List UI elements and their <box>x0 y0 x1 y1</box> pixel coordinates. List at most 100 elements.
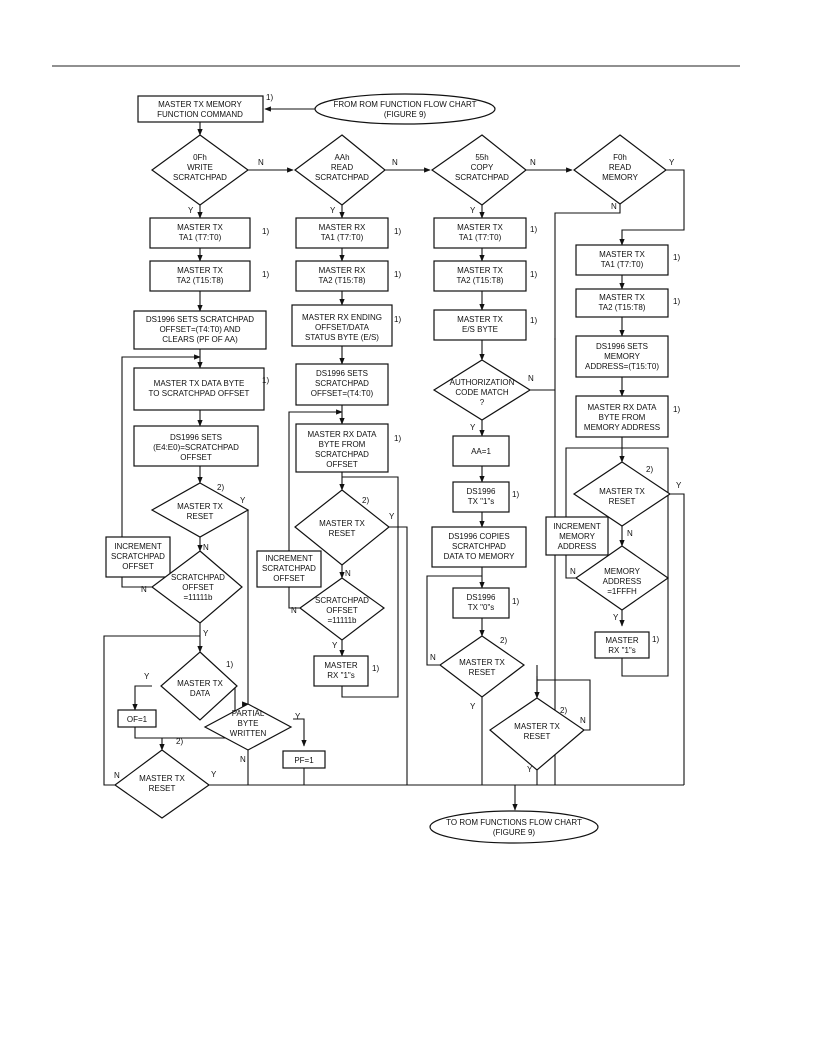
copy-ta1-line-1: MASTER TX <box>457 223 503 232</box>
write-reset-decision: MASTER TX RESET 2) Y N <box>150 482 250 552</box>
decision-copy-no-label: N <box>530 158 536 167</box>
memory-ta1-line-1: MASTER TX <box>599 250 645 259</box>
memory-rx-ones-line-2: RX "1"s <box>608 646 635 655</box>
note-label: 1) <box>372 664 379 673</box>
read-ta1-box: MASTER RX TA1 (T7:T0) 1) <box>295 217 401 249</box>
read-rx-ending-line-2: OFFSET/DATA <box>315 323 370 332</box>
read-rx-ending-box: MASTER RX ENDING OFFSET/DATA STATUS BYTE… <box>291 304 401 347</box>
decision-read-no-label: N <box>392 158 398 167</box>
read-increment-line-3: OFFSET <box>273 574 305 583</box>
copy-tx-zeros-box: DS1996 TX "0"s 1) <box>452 587 519 619</box>
write-increment-line-3: OFFSET <box>122 562 154 571</box>
decision-memory-line-3: MEMORY <box>602 173 639 182</box>
memory-rx-ones-line-1: MASTER <box>605 636 639 645</box>
note-label: 2) <box>217 483 224 492</box>
memory-addr-yes-label: Y <box>613 613 619 622</box>
copy-tx-ones-line-2: TX "1"s <box>468 497 495 506</box>
write-ta1-box: MASTER TX TA1 (T7:T0) 1) <box>149 217 269 249</box>
copy-tx-ones-box: DS1996 TX "1"s 1) <box>452 481 519 513</box>
to-rom-line-2: (FIGURE 9) <box>493 828 536 837</box>
write-tx-data-line-2: TO SCRATCHPAD OFFSET <box>149 389 250 398</box>
write-reset-line-2: RESET <box>187 512 214 521</box>
write-tx-data-yes-label: Y <box>144 672 150 681</box>
write-reset2-line-2: RESET <box>149 784 176 793</box>
memory-rx-data-line-1: MASTER RX DATA <box>587 403 657 412</box>
master-command-line-2: FUNCTION COMMAND <box>157 110 243 119</box>
memory-reset-decision: MASTER TX RESET 2) Y N <box>572 461 682 538</box>
write-sets-offset-line-1: DS1996 SETS SCRATCHPAD <box>146 315 254 324</box>
memory-increment-line-2: MEMORY <box>559 532 596 541</box>
read-rx-data-line-4: OFFSET <box>326 460 358 469</box>
copy-auth-yes-label: Y <box>470 423 476 432</box>
copy-auth-no-label: N <box>528 374 534 383</box>
note-label: 1) <box>652 635 659 644</box>
copy-auth-decision: AUTHORIZATION CODE MATCH ? N Y <box>432 359 534 432</box>
write-ta2-line-1: MASTER TX <box>177 266 223 275</box>
copy-auth-line-2: CODE MATCH <box>455 388 508 397</box>
copy-reset-no-label: N <box>430 653 436 662</box>
read-ta2-line-1: MASTER RX <box>319 266 366 275</box>
write-offset-line-3: =11111b <box>184 593 214 602</box>
copy-copies-box: DS1996 COPIES SCRATCHPAD DATA TO MEMORY <box>431 526 527 568</box>
read-ta1-line-2: TA1 (T7:T0) <box>321 233 364 242</box>
memory-rx-data-line-3: MEMORY ADDRESS <box>584 423 660 432</box>
copy-copies-line-3: DATA TO MEMORY <box>444 552 515 561</box>
decision-copy-line-2: COPY <box>471 163 494 172</box>
copy-reset-decision: MASTER TX RESET 2) N Y <box>430 635 526 711</box>
memory-ta2-box: MASTER TX TA2 (T15:T8) 1) <box>575 288 680 318</box>
write-reset2-no-label: N <box>114 771 120 780</box>
read-rx-ones-box: MASTER RX "1"s 1) <box>313 655 379 687</box>
write-reset2-yes-label: Y <box>211 770 217 779</box>
copy-ta1-line-2: TA1 (T7:T0) <box>459 233 502 242</box>
note-label: 2) <box>500 636 507 645</box>
copy-auth-line-1: AUTHORIZATION <box>450 378 515 387</box>
note-label: 2) <box>560 706 567 715</box>
copy-reset-line-2: RESET <box>469 668 496 677</box>
write-reset2-decision: MASTER TX RESET 2) N Y <box>113 737 217 819</box>
center-reset-line-1: MASTER TX <box>514 722 560 731</box>
memory-reset-line-2: RESET <box>609 497 636 506</box>
to-rom-terminator: TO ROM FUNCTIONS FLOW CHART (FIGURE 9) <box>429 810 599 844</box>
note-label: 1) <box>262 227 269 236</box>
note-label: 1) <box>673 253 680 262</box>
memory-rx-data-line-2: BYTE FROM <box>599 413 646 422</box>
read-rx-data-line-3: SCRATCHPAD <box>315 450 369 459</box>
read-reset-no-label: N <box>345 569 351 578</box>
decision-write-line-1: 0Fh <box>193 153 207 162</box>
write-offset-check: SCRATCHPAD OFFSET =11111b N Y <box>141 550 243 638</box>
write-increment-line-2: SCRATCHPAD <box>111 552 165 561</box>
decision-read-line-2: READ <box>331 163 353 172</box>
decision-memory-line-1: F0h <box>613 153 627 162</box>
memory-addr-no-label: N <box>570 567 576 576</box>
write-partial-decision: PARTIAL BYTE WRITTEN Y N <box>203 703 301 764</box>
write-partial-line-3: WRITTEN <box>230 729 267 738</box>
write-offset-yes-label: Y <box>203 629 209 638</box>
read-offset-no-label: N <box>291 606 297 615</box>
write-sets-offset-line-3: CLEARS (PF OF AA) <box>162 335 238 344</box>
copy-tx-zeros-line-2: TX "0"s <box>468 603 495 612</box>
write-offset-no-label: N <box>141 585 147 594</box>
read-reset-line-2: RESET <box>329 529 356 538</box>
copy-auth-line-3: ? <box>480 398 485 407</box>
copy-tx-ones-line-1: DS1996 <box>467 487 496 496</box>
memory-rx-ones-box: MASTER RX "1"s 1) <box>594 631 659 659</box>
read-offset-line-3: =11111b <box>328 616 358 625</box>
write-partial-yes-label: Y <box>295 712 301 721</box>
memory-reset-line-1: MASTER TX <box>599 487 645 496</box>
read-sets-offset-line-3: OFFSET=(T4:T0) <box>311 389 374 398</box>
read-rx-ending-line-3: STATUS BYTE (E/S) <box>305 333 379 342</box>
note-label: 1) <box>262 270 269 279</box>
read-sets-offset-box: DS1996 SETS SCRATCHPAD OFFSET=(T4:T0) <box>295 363 389 406</box>
note-label: 1) <box>530 270 537 279</box>
decision-copy-scratchpad: 55h COPY SCRATCHPAD N Y <box>430 134 536 215</box>
write-sets-offset-box: DS1996 SETS SCRATCHPAD OFFSET=(T4:T0) AN… <box>133 310 267 350</box>
decision-memory-yes-label: Y <box>669 158 675 167</box>
master-command-box: MASTER TX MEMORY FUNCTION COMMAND 1) <box>137 93 273 123</box>
center-reset-yes-label: Y <box>527 765 533 774</box>
write-ta1-line-1: MASTER TX <box>177 223 223 232</box>
memory-sets-addr-line-2: MEMORY <box>604 352 641 361</box>
from-rom-line-1: FROM ROM FUNCTION FLOW CHART <box>334 100 477 109</box>
decision-memory-line-2: READ <box>609 163 631 172</box>
note-label: 1) <box>394 315 401 324</box>
